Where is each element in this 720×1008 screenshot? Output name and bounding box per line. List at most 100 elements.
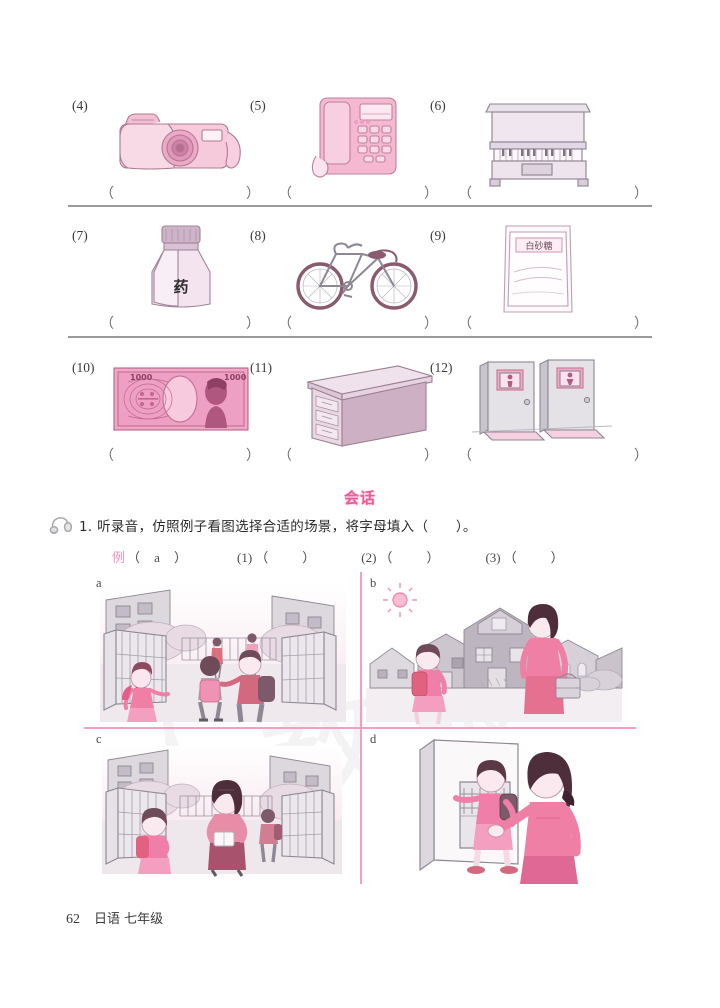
- answer-blank[interactable]: （ ）: [278, 313, 438, 333]
- girl-bowing: [136, 808, 171, 874]
- student-far-right: [259, 809, 282, 863]
- answer-blank-1[interactable]: (1) （ ）: [237, 547, 315, 566]
- item-number: (6): [430, 98, 446, 113]
- girl-meets-woman-on-street: [366, 580, 623, 725]
- banknote-illustration: 1000 1000: [108, 352, 258, 450]
- paren-open: （: [458, 187, 472, 202]
- picture-item-10: (10): [72, 350, 272, 480]
- row-divider-2: [68, 336, 652, 338]
- paren-open: （: [100, 449, 114, 464]
- picture-row-2: (7) 药 （ ） (8): [0, 218, 720, 348]
- picture-row-3: (10): [0, 350, 720, 480]
- panel-label-d: d: [370, 732, 377, 746]
- medicine-bottle-illustration: 药: [108, 220, 258, 318]
- bicycle-illustration: [286, 220, 436, 318]
- answer-label: (3): [485, 549, 501, 565]
- answer-blank[interactable]: （ ）: [100, 445, 260, 465]
- scene-panel-a[interactable]: a: [86, 572, 360, 728]
- picture-item-11: (11): [250, 350, 450, 480]
- answer-blank[interactable]: （ ）: [278, 183, 438, 203]
- answer-blank[interactable]: （ ）: [278, 445, 438, 465]
- scene-panels: a: [84, 572, 636, 884]
- panel-label-c: c: [96, 732, 102, 746]
- bag-label: 白砂糖: [525, 240, 552, 252]
- paren-open: （: [100, 187, 114, 202]
- camera-illustration: [108, 90, 258, 188]
- panel-label-b: b: [370, 576, 377, 590]
- picture-item-12: (12): [430, 350, 650, 480]
- paren-open: （: [458, 449, 472, 464]
- restroom-doors-illustration: [466, 352, 616, 450]
- paren-close: ）: [246, 317, 260, 332]
- picture-item-8: (8): [250, 218, 450, 348]
- scene-panel-b[interactable]: b: [360, 572, 634, 728]
- answer-blank[interactable]: （ ）: [100, 313, 260, 333]
- answer-blank[interactable]: （ ）: [458, 445, 648, 465]
- paren-open: （: [379, 549, 393, 565]
- student-middle-back: [198, 656, 223, 722]
- paren-close: ）: [424, 317, 438, 332]
- sugar-bag-illustration: 白砂糖: [466, 220, 616, 318]
- paren-close: ）: [634, 187, 648, 202]
- svg-text:1000: 1000: [130, 373, 153, 382]
- picture-item-5: (5): [250, 88, 450, 218]
- paren-open: （: [278, 317, 292, 332]
- listening-answer-row: 例 （ a ） (1) （ ） (2) （ ） (3) （ ）: [112, 546, 632, 566]
- paren-open: （: [458, 317, 472, 332]
- paren-close: ）: [302, 549, 316, 565]
- paren-close: ）: [424, 187, 438, 202]
- mother-seeing-off: [487, 752, 581, 884]
- paren-open: （: [100, 317, 114, 332]
- girl-and-teacher-at-school-gate: [102, 746, 342, 877]
- sun-icon: [383, 583, 417, 617]
- paren-open: （: [278, 187, 292, 202]
- answer-blank[interactable]: （ ）: [458, 313, 648, 333]
- students-greeting-at-school-gate: [100, 584, 346, 723]
- headphone-icon: [48, 515, 74, 535]
- section-banner: 会话: [325, 484, 395, 510]
- paren-close: ）: [246, 187, 260, 202]
- section-banner-label: 会话: [343, 488, 376, 507]
- paren-open: （: [503, 549, 517, 565]
- svg-text:1000: 1000: [224, 373, 247, 382]
- girl-with-backpack: [411, 644, 447, 725]
- answer-blank[interactable]: （ ）: [100, 183, 260, 203]
- item-number: (10): [72, 360, 95, 375]
- piano-illustration: [466, 90, 616, 188]
- answer-label: (1): [237, 549, 253, 565]
- item-number: (5): [250, 98, 266, 113]
- answer-blank-2[interactable]: (2) （ ）: [361, 547, 439, 566]
- listening-exercise-instruction-row: 1. 听录音，仿照例子看图选择合适的场景，将字母填入（ ）。: [48, 513, 688, 537]
- scene-panel-d[interactable]: d: [360, 728, 634, 884]
- paren-open: （: [255, 549, 269, 565]
- picture-item-4: (4): [72, 88, 272, 218]
- paren-close: ）: [426, 549, 440, 565]
- paren-open: （: [278, 449, 292, 464]
- paren-open: （: [127, 549, 141, 565]
- paren-close: ）: [424, 449, 438, 464]
- answer-blank[interactable]: （ ）: [458, 183, 648, 203]
- boy-student-right: [219, 650, 275, 723]
- paren-close: ）: [174, 549, 188, 565]
- instruction-text: 1. 听录音，仿照例子看图选择合适的场景，将字母填入（ ）。: [79, 519, 477, 535]
- scene-panel-c[interactable]: c: [86, 728, 360, 884]
- picture-item-7: (7) 药 （ ）: [72, 218, 272, 348]
- panel-label-a: a: [96, 576, 102, 590]
- picture-item-9: (9) 白砂糖 （ ）: [430, 218, 650, 348]
- item-number: (11): [250, 360, 272, 375]
- answer-label: (2): [361, 549, 377, 565]
- teacher-with-book: [206, 780, 248, 877]
- row-divider-1: [68, 205, 652, 207]
- page-footer: 62 日语 七年级: [66, 908, 163, 928]
- item-number: (7): [72, 228, 88, 243]
- bottle-label: 药: [173, 278, 188, 296]
- picture-row-1: (4): [0, 88, 720, 218]
- answer-example[interactable]: 例 （ a ）: [112, 547, 187, 566]
- girl-leaving-home-through-door: [360, 728, 634, 884]
- desk-illustration: [286, 352, 436, 450]
- item-number: (4): [72, 98, 88, 113]
- answer-blank-3[interactable]: (3) （ ）: [485, 547, 563, 566]
- picture-item-6: (6): [430, 88, 650, 218]
- example-answer-value: a: [154, 549, 160, 565]
- paren-close: ）: [246, 449, 260, 464]
